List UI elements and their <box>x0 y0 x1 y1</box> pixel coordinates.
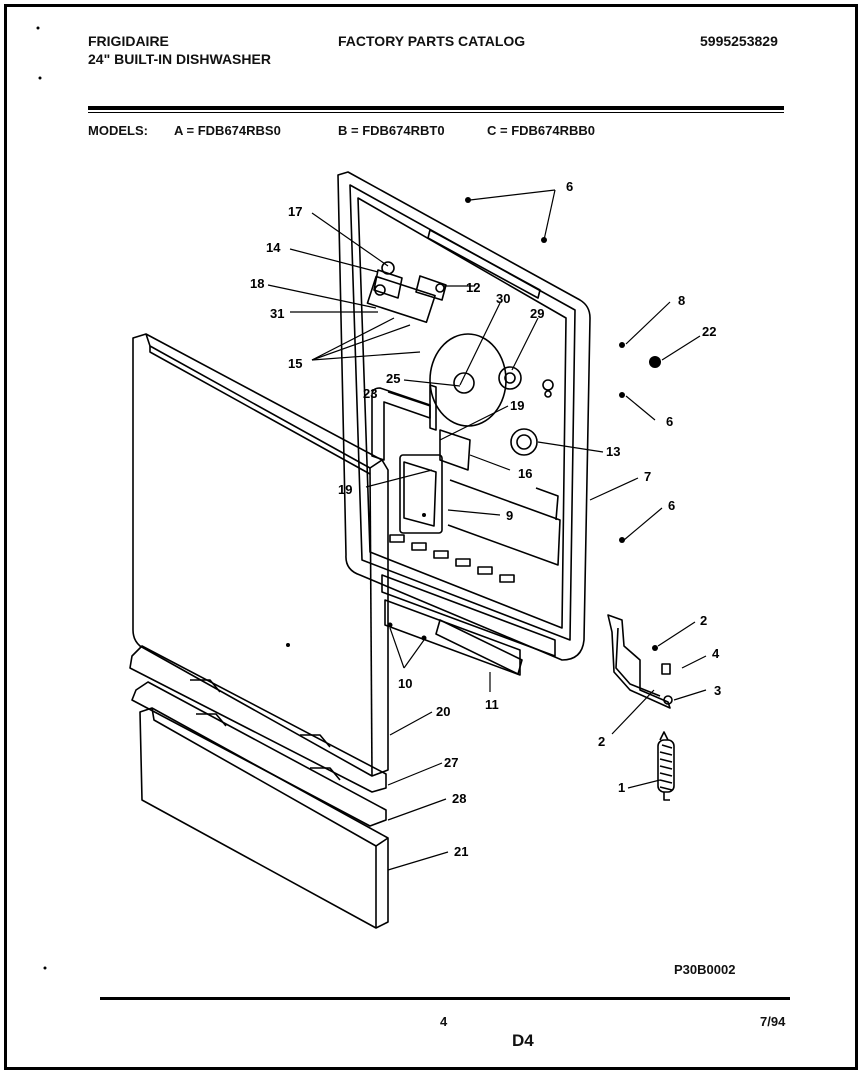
callout-11: 11 <box>485 697 499 712</box>
callout-22: 22 <box>702 324 716 339</box>
callout-9: 9 <box>506 508 513 523</box>
callout-6: 6 <box>668 498 675 513</box>
callout-19: 19 <box>510 398 524 413</box>
drawing-code: P30B0002 <box>674 962 736 977</box>
switch-housing <box>399 454 443 534</box>
gasket-ring <box>510 428 538 456</box>
trim-28 <box>131 681 387 827</box>
models-label: MODELS: <box>88 123 148 138</box>
callout-31: 31 <box>270 306 284 321</box>
door-spring <box>657 731 675 801</box>
hinge-bracket <box>607 614 671 709</box>
outer-door-panel <box>132 333 389 777</box>
brand-name: FRIGIDAIRE <box>88 33 169 49</box>
callout-2: 2 <box>700 613 707 628</box>
lower-slots <box>389 534 515 583</box>
callout-23: 23 <box>363 386 377 401</box>
callout-8: 8 <box>678 293 685 308</box>
catalog-number: 5995253829 <box>700 33 778 49</box>
callout-20: 20 <box>436 704 450 719</box>
callout-14: 14 <box>266 240 281 255</box>
callout-10: 10 <box>398 676 412 691</box>
kick-plate <box>139 707 389 929</box>
callout-27: 27 <box>444 755 458 770</box>
section-code: D4 <box>512 1031 534 1050</box>
callout-13: 13 <box>606 444 620 459</box>
trim-27 <box>129 645 387 793</box>
model-a: A = FDB674RBS0 <box>174 123 281 138</box>
callout-29: 29 <box>530 306 544 321</box>
header-rule-thin <box>88 112 784 113</box>
callout-28: 28 <box>452 791 466 806</box>
callout-4: 4 <box>712 646 720 661</box>
callout-25: 25 <box>386 371 400 386</box>
callout-21: 21 <box>454 844 468 859</box>
footer-rule <box>100 997 790 1000</box>
header-rule-thick <box>88 106 784 110</box>
callout-6: 6 <box>666 414 673 429</box>
callout-18: 18 <box>250 276 264 291</box>
product-name: 24" BUILT-IN DISHWASHER <box>88 51 271 67</box>
catalog-date: 7/94 <box>760 1014 786 1029</box>
callout-15: 15 <box>288 356 302 371</box>
callout-3: 3 <box>714 683 721 698</box>
callout-6: 6 <box>566 179 573 194</box>
page-number: 4 <box>440 1014 448 1029</box>
callout-1: 1 <box>618 780 625 795</box>
catalog-title: FACTORY PARTS CATALOG <box>338 33 526 49</box>
bottom-rail <box>435 619 523 675</box>
rinse-aid-cap <box>498 366 522 390</box>
page-frame <box>4 4 858 1070</box>
latch-bracket <box>366 275 436 324</box>
callout-16: 16 <box>518 466 532 481</box>
callout-19: 19 <box>338 482 352 497</box>
callout-17: 17 <box>288 204 302 219</box>
vent-slot <box>427 229 541 299</box>
callout-30: 30 <box>496 291 510 306</box>
callout-2: 2 <box>598 734 605 749</box>
model-b: B = FDB674RBT0 <box>338 123 445 138</box>
model-c: C = FDB674RBB0 <box>487 123 596 138</box>
inner-door-panel <box>337 171 591 661</box>
callout-12: 12 <box>466 280 480 295</box>
callout-7: 7 <box>644 469 651 484</box>
